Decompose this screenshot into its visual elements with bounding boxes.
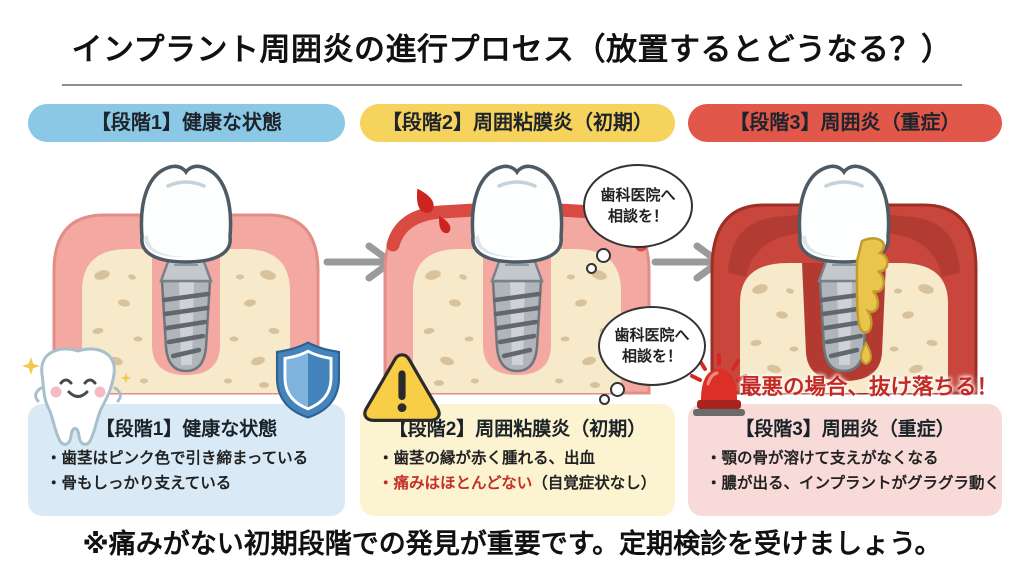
stage2-bullet-2-suffix: （自覚症状なし）: [532, 474, 657, 492]
stage3-bullet-1: ・顎の骨が溶けて支えがなくなる: [706, 450, 939, 467]
stage1-bullet-1: ・歯茎はピンク色で引き締まっている: [46, 450, 309, 467]
bubble-text-line1: 歯科医院へ: [614, 327, 690, 344]
thought-bubble-consult-bottom: 歯科医院へ 相談を！: [598, 306, 706, 386]
title-divider: [62, 84, 962, 86]
page-title: インプラント周囲炎の進行プロセス（放置するとどうなる？）: [71, 32, 953, 67]
bubble-tail-dot: [586, 263, 597, 274]
implant-illustration-stage1-healthy: [52, 164, 320, 395]
thought-bubble-consult-top: 歯科医院へ 相談を！: [583, 164, 693, 248]
bubble-text-line1: 歯科医院へ: [600, 187, 676, 204]
stage2-description-box: 【段階2】周囲粘膜炎（初期） ・歯茎の縁が赤く腫れる、出血 ・痛みはほとんどない…: [360, 404, 675, 516]
bubble-text-line2: 相談を！: [621, 348, 682, 365]
pus-drip-icon: [855, 237, 889, 366]
bubble-tail-dot: [610, 382, 625, 397]
worst-case-alert-text: 最悪の場合、抜け落ちる！: [740, 375, 999, 399]
tooth-mascot-icon: [22, 347, 132, 446]
stage1-description-box: 【段階1】健康な状態 ・歯茎はピンク色で引き締まっている ・骨もしっかり支えてい…: [28, 404, 345, 516]
stage2-bullet-2: ・痛みはほとんどない（自覚症状なし）: [372, 472, 663, 497]
stage3-header-pill: 【段階3】周囲炎（重症）: [688, 104, 1002, 142]
stage1-bullet-2: ・骨もしっかり支えている: [46, 474, 232, 492]
implant-illustration-stage2-mucositis: [383, 164, 651, 395]
bubble-text-line2: 相談を！: [607, 208, 668, 225]
bubble-tail-dot: [599, 394, 610, 405]
bubble-tail-dot: [596, 248, 611, 263]
stage3-bullet-2: ・膿が出る、インプラントがグラグラ動く: [706, 474, 1001, 492]
stage3-description-box: 【段階3】周囲炎（重症） ・顎の骨が溶けて支えがなくなる ・膿が出る、インプラン…: [688, 404, 1002, 516]
implant-illustration-stage3-severe: [710, 164, 978, 395]
footer-note: ※痛みがない初期段階での発見が重要です。定期検診を受けましょう。: [82, 529, 942, 559]
shield-icon: [275, 341, 341, 419]
stage2-box-title: 【段階2】周囲粘膜炎（初期）: [388, 419, 647, 440]
stage1-box-title: 【段階1】健康な状態: [95, 419, 278, 440]
siren-icon: [690, 353, 748, 416]
warning-triangle-icon: [363, 353, 441, 422]
stage2-bullet-1: ・歯茎の縁が赤く腫れる、出血: [378, 450, 596, 467]
stage2-header-pill: 【段階2】周囲粘膜炎（初期）: [360, 104, 675, 142]
stage2-bullet-2-highlight: ・痛みはほとんどない: [378, 474, 533, 492]
stage1-header-pill: 【段階1】健康な状態: [28, 104, 345, 142]
stage3-box-title: 【段階3】周囲炎（重症）: [735, 419, 955, 440]
blood-drops-icon: [416, 188, 451, 234]
